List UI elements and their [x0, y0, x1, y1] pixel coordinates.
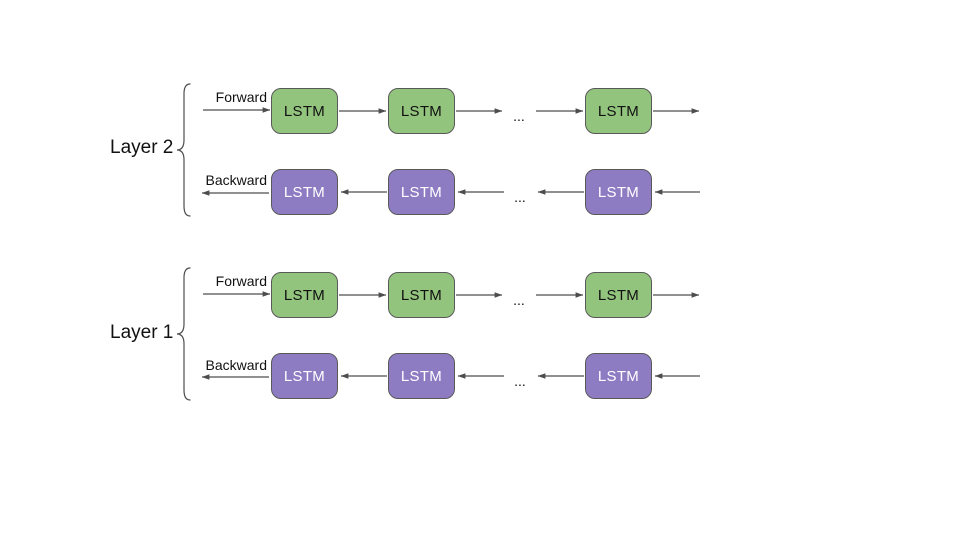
- layer-1-label: Layer 1: [110, 322, 174, 343]
- layer-2-label: Layer 2: [110, 137, 174, 158]
- layer-2-backward-label: Backward: [205, 172, 267, 188]
- lstm-box-layer1-forward-1: LSTM: [271, 272, 338, 318]
- layer-1-forward-label: Forward: [215, 273, 267, 289]
- lstm-box-layer1-forward-3: LSTM: [585, 272, 652, 318]
- lstm-box-layer1-forward-2: LSTM: [388, 272, 455, 318]
- lstm-box-layer2-backward-2: LSTM: [388, 169, 455, 215]
- lstm-box-layer2-forward-1: LSTM: [271, 88, 338, 134]
- lstm-box-layer2-backward-1: LSTM: [271, 169, 338, 215]
- ellipsis: ...: [514, 373, 526, 389]
- lstm-box-layer2-backward-3: LSTM: [585, 169, 652, 215]
- lstm-box-layer2-forward-3: LSTM: [585, 88, 652, 134]
- ellipsis: ...: [513, 292, 525, 308]
- ellipsis: ...: [514, 189, 526, 205]
- lstm-box-layer1-backward-1: LSTM: [271, 353, 338, 399]
- layer-2-forward-label: Forward: [215, 89, 267, 105]
- ellipsis: ...: [513, 108, 525, 124]
- layer-1-backward-label: Backward: [205, 357, 267, 373]
- lstm-box-layer2-forward-2: LSTM: [388, 88, 455, 134]
- lstm-box-layer1-backward-2: LSTM: [388, 353, 455, 399]
- lstm-box-layer1-backward-3: LSTM: [585, 353, 652, 399]
